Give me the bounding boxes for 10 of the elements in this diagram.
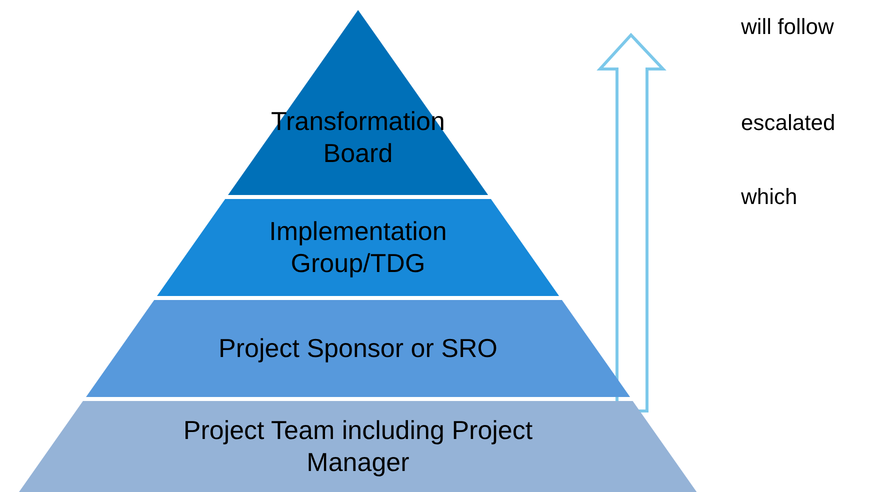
pyramid-tier	[19, 401, 697, 492]
pyramid-tier	[156, 199, 560, 296]
pyramid-tier	[86, 300, 630, 397]
side-note: escalated	[741, 110, 836, 136]
tier-label: Implementation Group/TDG	[268, 216, 448, 279]
side-note: will follow	[741, 14, 834, 40]
tier-label: Project Team including Project Manager	[182, 415, 534, 478]
pyramid-tier	[228, 10, 488, 195]
tier-label: Project Sponsor or SRO	[218, 332, 498, 364]
side-note: which	[741, 184, 798, 210]
